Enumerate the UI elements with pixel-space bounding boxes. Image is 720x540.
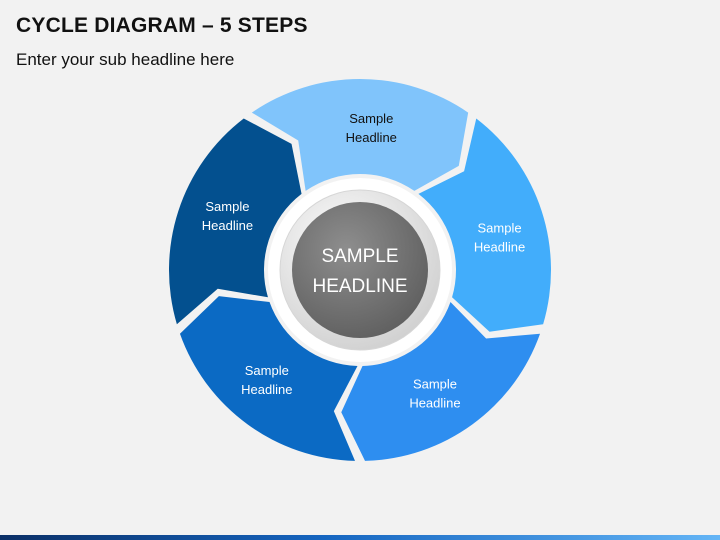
slide-title: CYCLE DIAGRAM – 5 STEPS — [16, 14, 308, 37]
segment-5-label-line1: Sample — [205, 199, 249, 214]
hub-core — [292, 202, 428, 338]
segment-1-label-line1: Sample — [349, 111, 393, 126]
segment-2-label-line1: Sample — [478, 221, 522, 236]
center-hub: SAMPLE HEADLINE — [268, 178, 452, 362]
cycle-segment-3 — [341, 302, 541, 461]
segment-2-label-line2: Headline — [474, 240, 525, 255]
cycle-segment-1 — [251, 79, 469, 191]
segment-4-label-line2: Headline — [241, 382, 292, 397]
segment-3-label-line2: Headline — [409, 395, 460, 410]
slide-subtitle: Enter your sub headline here — [16, 50, 235, 69]
segment-5-label-line2: Headline — [202, 218, 253, 233]
segment-4-label-line1: Sample — [245, 363, 289, 378]
segment-labels: SampleHeadlineSampleHeadlineSampleHeadli… — [202, 111, 525, 410]
segment-1-label-line2: Headline — [346, 130, 397, 145]
hub-label-line1: SAMPLE — [321, 246, 398, 267]
cycle-segment-5 — [169, 118, 302, 325]
bottom-accent-bar — [0, 535, 720, 540]
hub-label-line2: HEADLINE — [312, 276, 407, 297]
cycle-segments — [169, 79, 551, 461]
cycle-segment-2 — [418, 118, 551, 332]
segment-3-label-line1: Sample — [413, 376, 457, 391]
cycle-segment-4 — [179, 296, 358, 461]
